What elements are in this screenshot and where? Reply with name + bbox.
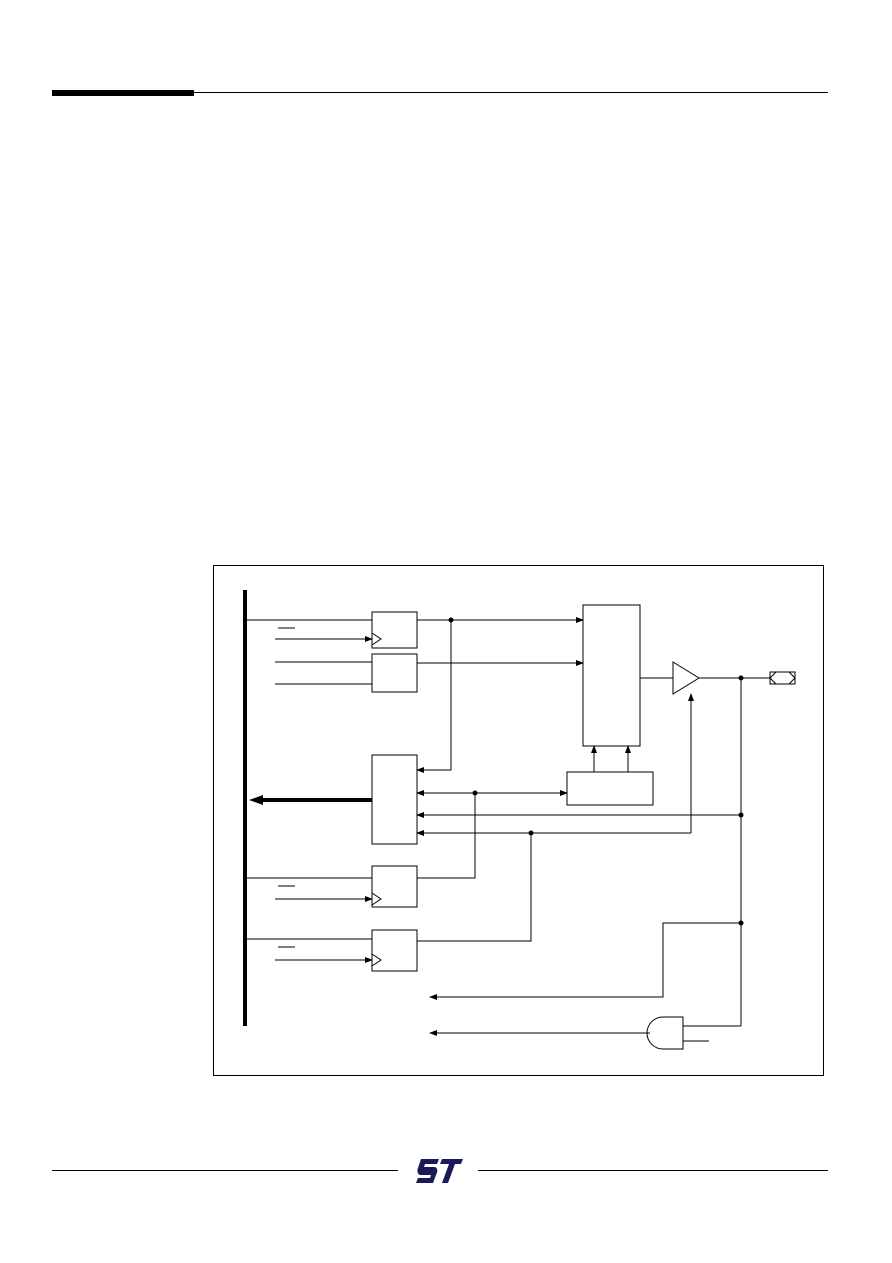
footer-rule-left: [52, 1170, 398, 1171]
latch-3-clock-icon: [371, 892, 382, 906]
input-mux-block: [371, 754, 418, 845]
junction-dot: [528, 830, 534, 836]
output-buffer-icon: [672, 661, 700, 695]
junction-dot: [448, 617, 454, 623]
footer-rule-right: [478, 1170, 828, 1171]
junction-dot: [472, 790, 478, 796]
st-logo-t: [440, 1159, 463, 1183]
st-logo: [416, 1159, 463, 1183]
junction-dot: [738, 675, 744, 681]
latch-3-output-line: [417, 793, 476, 879]
latch-4: [371, 929, 418, 972]
multiplexer-block: [582, 604, 641, 747]
latch-3: [371, 865, 418, 908]
header-rule: [52, 92, 828, 93]
junction-dot: [738, 920, 744, 926]
sub-block: [566, 771, 654, 806]
st-logo-s: [416, 1159, 439, 1183]
junction-dot: [738, 812, 744, 818]
header-accent-bar: [52, 90, 194, 96]
latch-4-output-line: [417, 833, 532, 942]
latch-1: [371, 611, 418, 649]
pin-to-signal-line: [429, 922, 741, 1000]
figure-frame: [213, 565, 824, 1076]
and-gate-icon: [646, 1016, 684, 1050]
latch-1-feedback-line: [416, 620, 452, 773]
pin-pad-arrows: [769, 671, 796, 685]
latch-2: [371, 653, 418, 693]
latch-4-clock-icon: [371, 953, 382, 967]
latch-1-clock-icon: [371, 632, 382, 646]
